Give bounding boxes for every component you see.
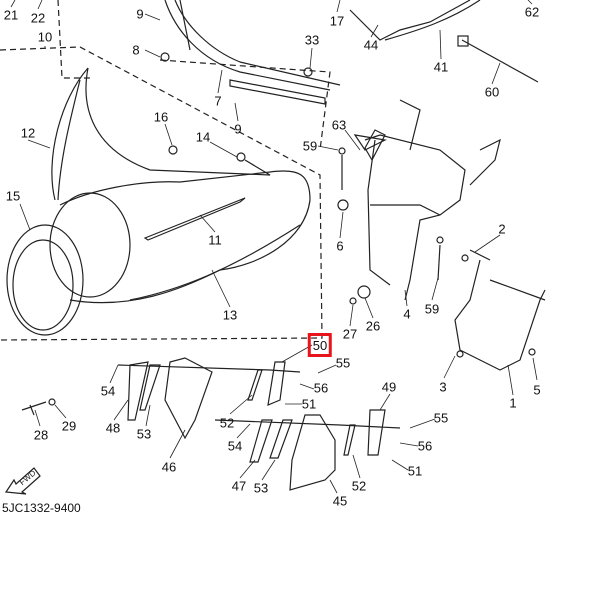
callout-50-highlighted[interactable]: 50 bbox=[307, 333, 333, 357]
callout-9[interactable]: 9 bbox=[136, 6, 144, 22]
fwd-arrow-icon: FWD bbox=[4, 462, 42, 503]
callout-59b[interactable]: 59 bbox=[424, 301, 440, 317]
callout-21[interactable]: 21 bbox=[3, 7, 19, 23]
callout-10[interactable]: 10 bbox=[37, 29, 53, 45]
callout-49[interactable]: 49 bbox=[381, 379, 397, 395]
fairing-stay-frame bbox=[353, 99, 501, 301]
callout-59[interactable]: 59 bbox=[302, 138, 318, 154]
callout-7[interactable]: 7 bbox=[214, 93, 222, 109]
callout-16[interactable]: 16 bbox=[153, 109, 169, 125]
callout-45[interactable]: 45 bbox=[332, 493, 348, 509]
callout-44[interactable]: 44 bbox=[363, 37, 379, 53]
callout-3[interactable]: 3 bbox=[439, 379, 447, 395]
callout-4[interactable]: 4 bbox=[403, 306, 411, 322]
callout-22[interactable]: 22 bbox=[30, 10, 46, 26]
callout-56b[interactable]: 56 bbox=[417, 438, 433, 454]
callout-2[interactable]: 2 bbox=[498, 221, 506, 237]
dashed-guides bbox=[0, 0, 331, 341]
fairing-inner-panel bbox=[51, 67, 271, 201]
callout-9b[interactable]: 9 bbox=[234, 121, 242, 137]
callout-53b[interactable]: 53 bbox=[253, 480, 269, 496]
callout-54b[interactable]: 54 bbox=[227, 438, 243, 454]
callout-6[interactable]: 6 bbox=[336, 238, 344, 254]
callout-11[interactable]: 11 bbox=[208, 232, 222, 248]
callout-48[interactable]: 48 bbox=[105, 420, 121, 436]
callout-47[interactable]: 47 bbox=[231, 478, 247, 494]
callout-52[interactable]: 52 bbox=[219, 415, 235, 431]
callout-54[interactable]: 54 bbox=[100, 383, 116, 399]
callout-33[interactable]: 33 bbox=[304, 32, 320, 48]
callout-53[interactable]: 53 bbox=[136, 426, 152, 442]
catalog-code: 5JC1332-9400 bbox=[2, 501, 81, 515]
callout-27[interactable]: 27 bbox=[342, 326, 358, 342]
callout-55[interactable]: 55 bbox=[335, 355, 351, 371]
callout-46[interactable]: 46 bbox=[161, 459, 177, 475]
callout-51[interactable]: 51 bbox=[301, 396, 317, 412]
headlight-rim bbox=[6, 192, 131, 336]
callout-26[interactable]: 26 bbox=[365, 318, 381, 334]
fasteners bbox=[21, 52, 536, 416]
fairing-cowling bbox=[59, 170, 311, 304]
callout-63[interactable]: 63 bbox=[331, 117, 347, 133]
callout-leaders bbox=[10, 0, 538, 494]
lower-stay bbox=[454, 249, 546, 371]
callout-15[interactable]: 15 bbox=[5, 188, 21, 204]
callout-60[interactable]: 60 bbox=[484, 84, 500, 100]
callout-5[interactable]: 5 bbox=[533, 382, 541, 398]
windshield-brackets bbox=[164, 0, 539, 105]
callout-17[interactable]: 17 bbox=[329, 13, 345, 29]
callout-12[interactable]: 12 bbox=[20, 125, 36, 141]
callout-1[interactable]: 1 bbox=[509, 395, 517, 411]
callout-13[interactable]: 13 bbox=[222, 307, 238, 323]
callout-51b[interactable]: 51 bbox=[407, 463, 423, 479]
callout-41[interactable]: 41 bbox=[433, 59, 449, 75]
callout-56[interactable]: 56 bbox=[313, 380, 329, 396]
callout-29[interactable]: 29 bbox=[61, 418, 77, 434]
callout-14[interactable]: 14 bbox=[195, 129, 211, 145]
lower-panels bbox=[117, 357, 401, 491]
callout-8[interactable]: 8 bbox=[132, 42, 140, 58]
callout-52b[interactable]: 52 bbox=[351, 478, 367, 494]
callout-55b[interactable]: 55 bbox=[433, 410, 449, 426]
callout-62[interactable]: 62 bbox=[524, 4, 540, 20]
callout-28[interactable]: 28 bbox=[33, 427, 49, 443]
